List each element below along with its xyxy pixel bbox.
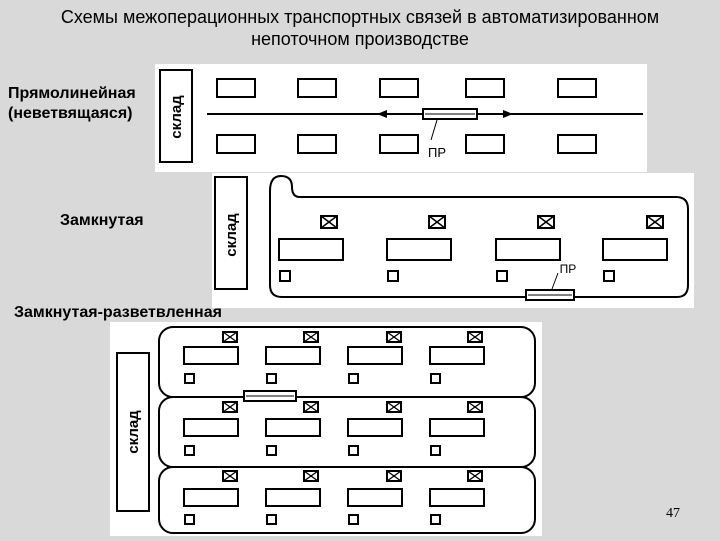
machine	[297, 78, 337, 98]
title-line-2: непоточном производстве	[251, 29, 469, 49]
machine	[495, 238, 561, 261]
arrow-right-icon	[503, 110, 513, 118]
linear-warehouse	[159, 69, 193, 163]
machine	[429, 488, 485, 507]
closed-scheme-diagram: склад П	[214, 174, 689, 301]
machine	[347, 418, 403, 437]
machine	[347, 346, 403, 365]
closed-scheme-label: Замкнутая	[60, 212, 144, 229]
machine	[379, 134, 419, 154]
machine	[465, 134, 505, 154]
machine	[379, 78, 419, 98]
machine	[602, 238, 668, 261]
linear-scheme-diagram: ПР склад	[159, 69, 643, 163]
branched-scheme-label: Замкнутая-разветвленная	[14, 304, 222, 321]
machine	[265, 346, 321, 365]
closed-scheme-panel: склад П	[212, 173, 694, 308]
loop-row-3	[158, 466, 536, 534]
machine	[278, 238, 344, 261]
linear-robot-label: ПР	[428, 145, 446, 160]
slide-title: Схемы межоперационных транспортных связе…	[0, 6, 720, 50]
machine	[216, 134, 256, 154]
title-line-1: Схемы межоперационных транспортных связе…	[60, 7, 660, 27]
machine	[465, 78, 505, 98]
closed-loop-track	[269, 174, 689, 298]
machine	[557, 134, 597, 154]
machine	[265, 488, 321, 507]
machine	[183, 346, 239, 365]
linear-label-line-2: (неветвящаяся)	[8, 105, 133, 122]
closed-warehouse	[214, 176, 248, 290]
branched-scheme-diagram: склад	[116, 326, 536, 534]
machine	[183, 418, 239, 437]
linear-scheme-label: Прямолинейная (неветвящаяся)	[8, 84, 136, 124]
closed-warehouse-label: склад	[223, 213, 240, 257]
machine	[265, 418, 321, 437]
machine	[347, 488, 403, 507]
branched-warehouse-label: склад	[125, 410, 142, 454]
machine	[216, 78, 256, 98]
machine	[183, 488, 239, 507]
machine	[429, 346, 485, 365]
branched-scheme-panel: склад	[110, 322, 542, 536]
linear-label-line-1: Прямолинейная	[8, 85, 136, 102]
linear-scheme-panel: ПР склад	[155, 64, 647, 172]
machine	[386, 238, 452, 261]
branched-warehouse	[116, 352, 150, 512]
slide-number: 47	[666, 506, 680, 521]
linear-warehouse-label: склад	[168, 95, 185, 139]
machine	[557, 78, 597, 98]
arrow-left-icon	[377, 110, 387, 118]
machine	[297, 134, 337, 154]
machine	[429, 418, 485, 437]
closed-robot-label: ПР	[560, 262, 577, 276]
